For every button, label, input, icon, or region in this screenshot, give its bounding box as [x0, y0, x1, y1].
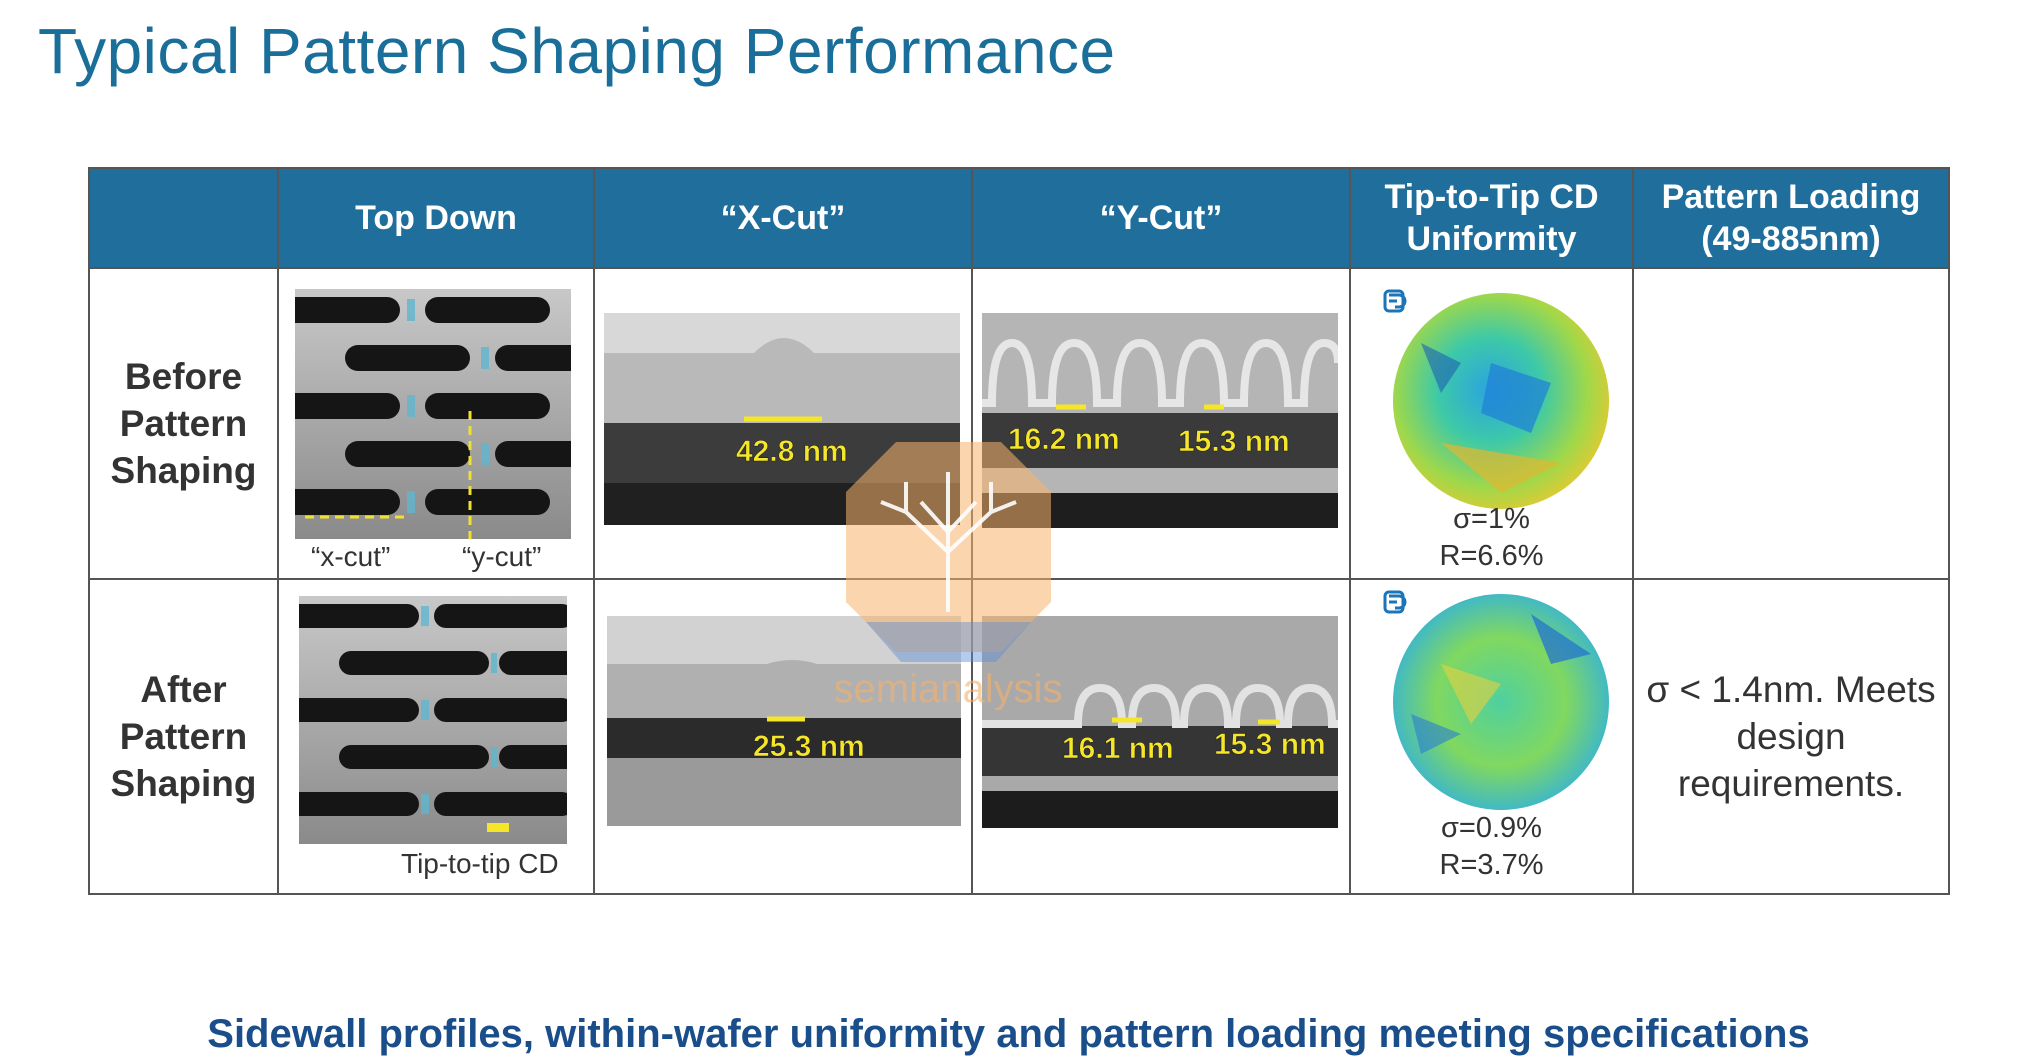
wafer-logo-icon	[1383, 590, 1407, 614]
y-cut-after-cell: 16.1 nm 15.3 nm	[971, 578, 1351, 895]
wafer-logo-icon	[1383, 289, 1407, 313]
header-y-cut: “Y-Cut”	[971, 167, 1351, 269]
header-empty	[88, 167, 279, 269]
x-cut-after-measure: 25.3 nm	[753, 730, 865, 763]
y-cut-after-image: 16.1 nm 15.3 nm	[982, 616, 1338, 828]
row-label-after: After Pattern Shaping	[88, 578, 279, 895]
semianalysis-watermark: semianalysis	[836, 442, 1061, 710]
tip-to-tip-caption: Tip-to-tip CD	[401, 848, 559, 879]
top-down-before-cell: “x-cut” “y-cut”	[277, 267, 595, 580]
header-tip-to-tip: Tip-to-Tip CD Uniformity	[1349, 167, 1634, 269]
uniformity-after-cell: σ=0.9% R=3.7%	[1349, 578, 1634, 895]
uniformity-before-map	[1383, 289, 1609, 509]
pattern-loading-after: σ < 1.4nm. Meets design requirements.	[1632, 578, 1950, 895]
top-down-after-cell: Tip-to-tip CD	[277, 578, 595, 895]
table-row-after: After Pattern Shaping	[88, 578, 1950, 895]
y-cut-before-measure-1: 16.2 nm	[1008, 423, 1120, 456]
footer-statement: Sidewall profiles, within-wafer uniformi…	[207, 1012, 1810, 1056]
header-row: Top Down “X-Cut” “Y-Cut” Tip-to-Tip CD U…	[88, 167, 1950, 269]
x-cut-after-image: 25.3 nm	[607, 616, 961, 826]
uniformity-after-sigma: σ=0.9%	[1441, 812, 1542, 844]
y-cut-after-measure-1: 16.1 nm	[1062, 732, 1174, 765]
y-cut-before-cell: 16.2 nm 15.3 nm	[971, 267, 1351, 580]
slide-title: Typical Pattern Shaping Performance	[38, 15, 1116, 87]
x-cut-caption: “x-cut”	[311, 541, 391, 572]
x-cut-before-measure: 42.8 nm	[736, 435, 848, 468]
top-down-before-image	[295, 289, 571, 539]
row-label-before: Before Pattern Shaping	[88, 267, 279, 580]
header-top-down: Top Down	[277, 167, 595, 269]
tree-circuit-icon	[880, 472, 1017, 612]
header-pattern-loading: Pattern Loading (49-885nm)	[1632, 167, 1950, 269]
header-x-cut: “X-Cut”	[593, 167, 973, 269]
x-cut-after-cell: 25.3 nm	[593, 578, 973, 895]
y-cut-before-measure-2: 15.3 nm	[1178, 425, 1290, 458]
uniformity-before-range: R=6.6%	[1439, 540, 1544, 572]
y-cut-caption: “y-cut”	[462, 541, 542, 572]
watermark-text: semianalysis	[836, 667, 1061, 710]
uniformity-before-sigma: σ=1%	[1453, 503, 1530, 535]
top-down-after-image	[299, 596, 567, 844]
uniformity-before-cell: σ=1% R=6.6%	[1349, 267, 1634, 580]
pattern-loading-before	[1632, 267, 1950, 580]
uniformity-after-range: R=3.7%	[1439, 849, 1544, 881]
y-cut-after-measure-2: 15.3 nm	[1214, 728, 1326, 761]
uniformity-after-map	[1383, 590, 1609, 810]
y-cut-before-image: 16.2 nm 15.3 nm	[982, 313, 1338, 528]
